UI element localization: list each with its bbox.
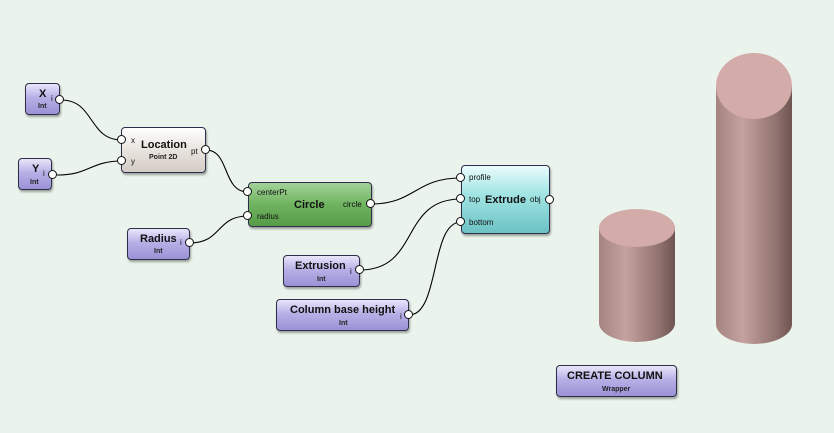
node-title: Y <box>32 163 40 175</box>
output-label: obj <box>530 195 541 204</box>
input-label-bottom: bottom <box>469 218 494 227</box>
tall-column-preview <box>716 53 792 344</box>
output-label: i <box>400 312 402 321</box>
x-output-port[interactable] <box>55 95 64 104</box>
circle-input-centerpt-port[interactable] <box>243 187 252 196</box>
node-title: X <box>39 88 47 100</box>
column-base-height-node[interactable]: Column base height Int i <box>276 299 409 331</box>
node-title: CREATE COLUMN <box>567 370 663 382</box>
wire-base-to-extrude <box>408 221 462 316</box>
location-input-x-port[interactable] <box>117 135 126 144</box>
wire-extrusion-to-extrude <box>359 198 462 271</box>
radius-node[interactable]: Radius Int i <box>127 228 190 260</box>
extrude-input-bottom-port[interactable] <box>456 217 465 226</box>
extrude-output-port[interactable] <box>545 195 554 204</box>
output-label: i <box>43 169 45 178</box>
output-label: i <box>51 94 53 103</box>
node-title: Column base height <box>290 304 396 316</box>
location-output-port[interactable] <box>201 145 210 154</box>
input-label-profile: profile <box>469 173 491 182</box>
y-node[interactable]: Y Int i <box>18 158 52 190</box>
circle-node[interactable]: Circle centerPt radius circle <box>248 182 372 227</box>
input-label-centerpt: centerPt <box>257 188 287 197</box>
circle-input-radius-port[interactable] <box>243 211 252 220</box>
wire-radius-to-circle <box>189 215 249 244</box>
node-title: Location <box>141 139 187 151</box>
extrude-input-top-port[interactable] <box>456 194 465 203</box>
radius-output-port[interactable] <box>185 238 194 247</box>
wire-circle-to-extrude <box>370 177 462 205</box>
input-label-top: top <box>469 195 481 204</box>
extrusion-node[interactable]: Extrusion Int i <box>283 255 360 287</box>
short-column-preview <box>599 209 675 342</box>
output-label: i <box>180 238 182 247</box>
node-type: Int <box>38 103 47 110</box>
y-output-port[interactable] <box>48 170 57 179</box>
wire-x-to-location <box>60 99 123 141</box>
location-node[interactable]: Location Point 2D x y pt <box>121 127 206 173</box>
wire-y-to-location <box>56 160 123 176</box>
extrusion-output-port[interactable] <box>355 265 364 274</box>
node-type: Int <box>154 248 163 255</box>
input-label-y: y <box>131 157 135 166</box>
node-title: Extrusion <box>295 260 346 272</box>
extrude-input-profile-port[interactable] <box>456 173 465 182</box>
location-input-y-port[interactable] <box>117 156 126 165</box>
create-column-node[interactable]: CREATE COLUMN Wrapper <box>556 365 677 397</box>
extrude-node[interactable]: Extrude profile top bottom obj <box>461 165 550 234</box>
node-title: Radius <box>140 233 177 245</box>
node-title: Circle <box>294 199 325 211</box>
circle-output-port[interactable] <box>366 199 375 208</box>
node-title: Extrude <box>485 194 526 206</box>
column-base-height-output-port[interactable] <box>404 310 413 319</box>
node-type: Int <box>30 179 39 186</box>
output-label: pt <box>191 147 198 156</box>
node-type: Int <box>339 320 348 327</box>
output-label: i <box>350 267 352 276</box>
wire-location-to-circle <box>205 149 249 193</box>
input-label-x: x <box>131 136 135 145</box>
node-type: Wrapper <box>602 386 631 393</box>
input-label-radius: radius <box>257 212 279 221</box>
node-type: Point 2D <box>149 154 178 161</box>
node-type: Int <box>317 276 326 283</box>
output-label: circle <box>343 200 362 209</box>
